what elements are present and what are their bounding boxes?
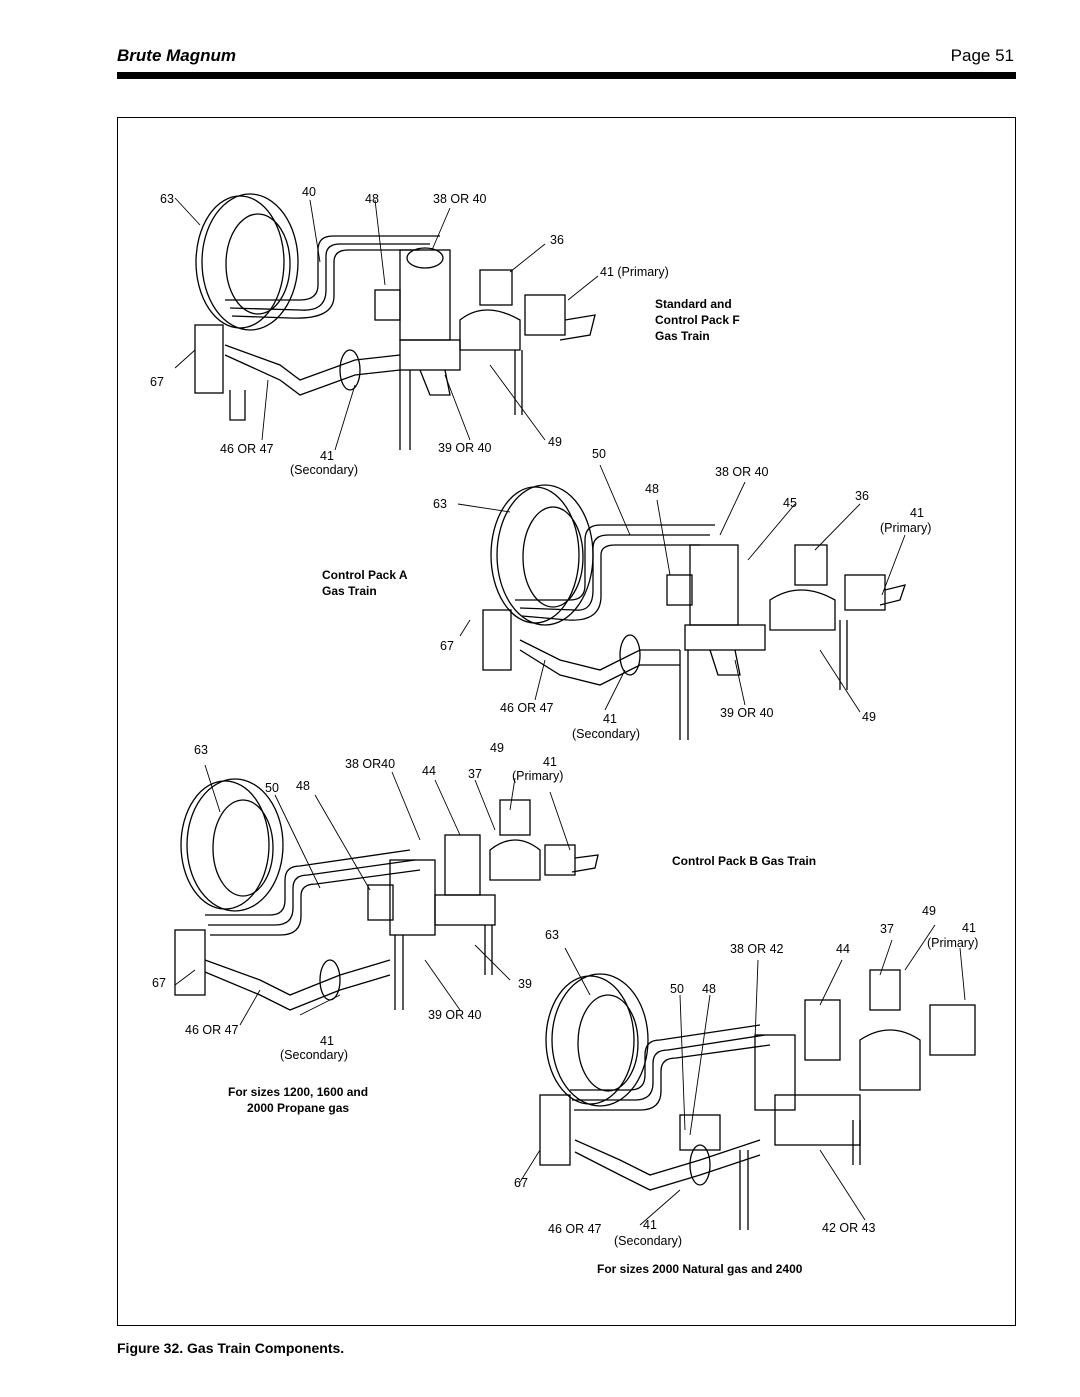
label-48: 48 [702, 982, 716, 996]
label-46-or-47: 46 OR 47 [185, 1023, 239, 1037]
label-50: 50 [265, 781, 279, 795]
label-secondary: (Secondary) [614, 1234, 683, 1248]
label-secondary: (Secondary) [290, 463, 359, 477]
subtitle-natural-gas: For sizes 2000 Natural gas and 2400 [597, 1262, 803, 1276]
title-standard-gas-train: Standard and Control Pack F Gas Train [655, 297, 740, 344]
label-48: 48 [296, 779, 310, 793]
label-38-or-40: 38 OR 40 [433, 192, 487, 206]
label-41: 41 [643, 1218, 657, 1232]
label-primary: (Primary) [512, 769, 564, 783]
label-secondary: (Secondary) [280, 1048, 349, 1062]
label-49: 49 [548, 435, 562, 449]
label-46-or-47: 46 OR 47 [500, 701, 554, 715]
label-42-or-43: 42 OR 43 [822, 1221, 876, 1235]
page-number: Page 51 [950, 46, 1014, 65]
label-40: 40 [302, 185, 316, 199]
title-propane: For sizes 1200, 1600 and 2000 Propane ga… [228, 1085, 369, 1116]
label-63: 63 [160, 192, 174, 206]
label-49: 49 [490, 741, 504, 755]
label-67: 67 [152, 976, 166, 990]
label-38-or-40: 38 OR 40 [715, 465, 769, 479]
drawing-propane [174, 778, 599, 1011]
label-49: 49 [922, 904, 936, 918]
label-67: 67 [514, 1176, 528, 1190]
figure-frame [117, 117, 1016, 1326]
label-primary: (Primary) [927, 936, 979, 950]
label-38-or40: 38 OR40 [345, 757, 396, 771]
label-67: 67 [150, 375, 164, 389]
label-67: 67 [440, 639, 454, 653]
header-rule [117, 72, 1016, 79]
label-63: 63 [433, 497, 447, 511]
label-39-or-40: 39 OR 40 [428, 1008, 482, 1022]
label-48: 48 [645, 482, 659, 496]
label-46-or-47: 46 OR 47 [220, 442, 274, 456]
leader-lines [174, 197, 966, 1226]
label-41: 41 [962, 921, 976, 935]
figure-caption: Figure 32. Gas Train Components. [117, 1340, 345, 1356]
label-37: 37 [468, 767, 482, 781]
label-39: 39 [518, 977, 532, 991]
header-title: Brute Magnum [117, 46, 236, 65]
label-36: 36 [550, 233, 564, 247]
title-control-pack-b: Control Pack B Gas Train [672, 854, 817, 868]
title-control-pack-a: Control Pack A Gas Train [322, 568, 408, 599]
label-44: 44 [422, 764, 436, 778]
drawing-control-pack-b [539, 969, 976, 1230]
label-50: 50 [670, 982, 684, 996]
label-39-or-40: 39 OR 40 [720, 706, 774, 720]
label-38-or-42: 38 OR 42 [730, 942, 784, 956]
label-37: 37 [880, 922, 894, 936]
label-39-or-40: 39 OR 40 [438, 441, 492, 455]
label-44: 44 [836, 942, 850, 956]
label-41: 41 [320, 449, 334, 463]
label-63: 63 [194, 743, 208, 757]
label-48: 48 [365, 192, 379, 206]
flange-plate [201, 193, 299, 331]
label-secondary: (Secondary) [572, 727, 641, 741]
label-primary: (Primary) [880, 521, 932, 535]
label-36: 36 [855, 489, 869, 503]
label-41: 41 [320, 1034, 334, 1048]
gas-valve [399, 249, 451, 341]
label-49: 49 [862, 710, 876, 724]
drawing-standard-gas-train [194, 193, 596, 450]
label-63: 63 [545, 928, 559, 942]
label-50: 50 [592, 447, 606, 461]
label-41: 41 [910, 506, 924, 520]
label-45: 45 [783, 496, 797, 510]
drawing-control-pack-a [482, 484, 906, 740]
label-41-primary: 41 (Primary) [600, 265, 669, 279]
label-41: 41 [543, 755, 557, 769]
label-41: 41 [603, 712, 617, 726]
label-46-or-47: 46 OR 47 [548, 1222, 602, 1236]
regulator [479, 269, 513, 306]
